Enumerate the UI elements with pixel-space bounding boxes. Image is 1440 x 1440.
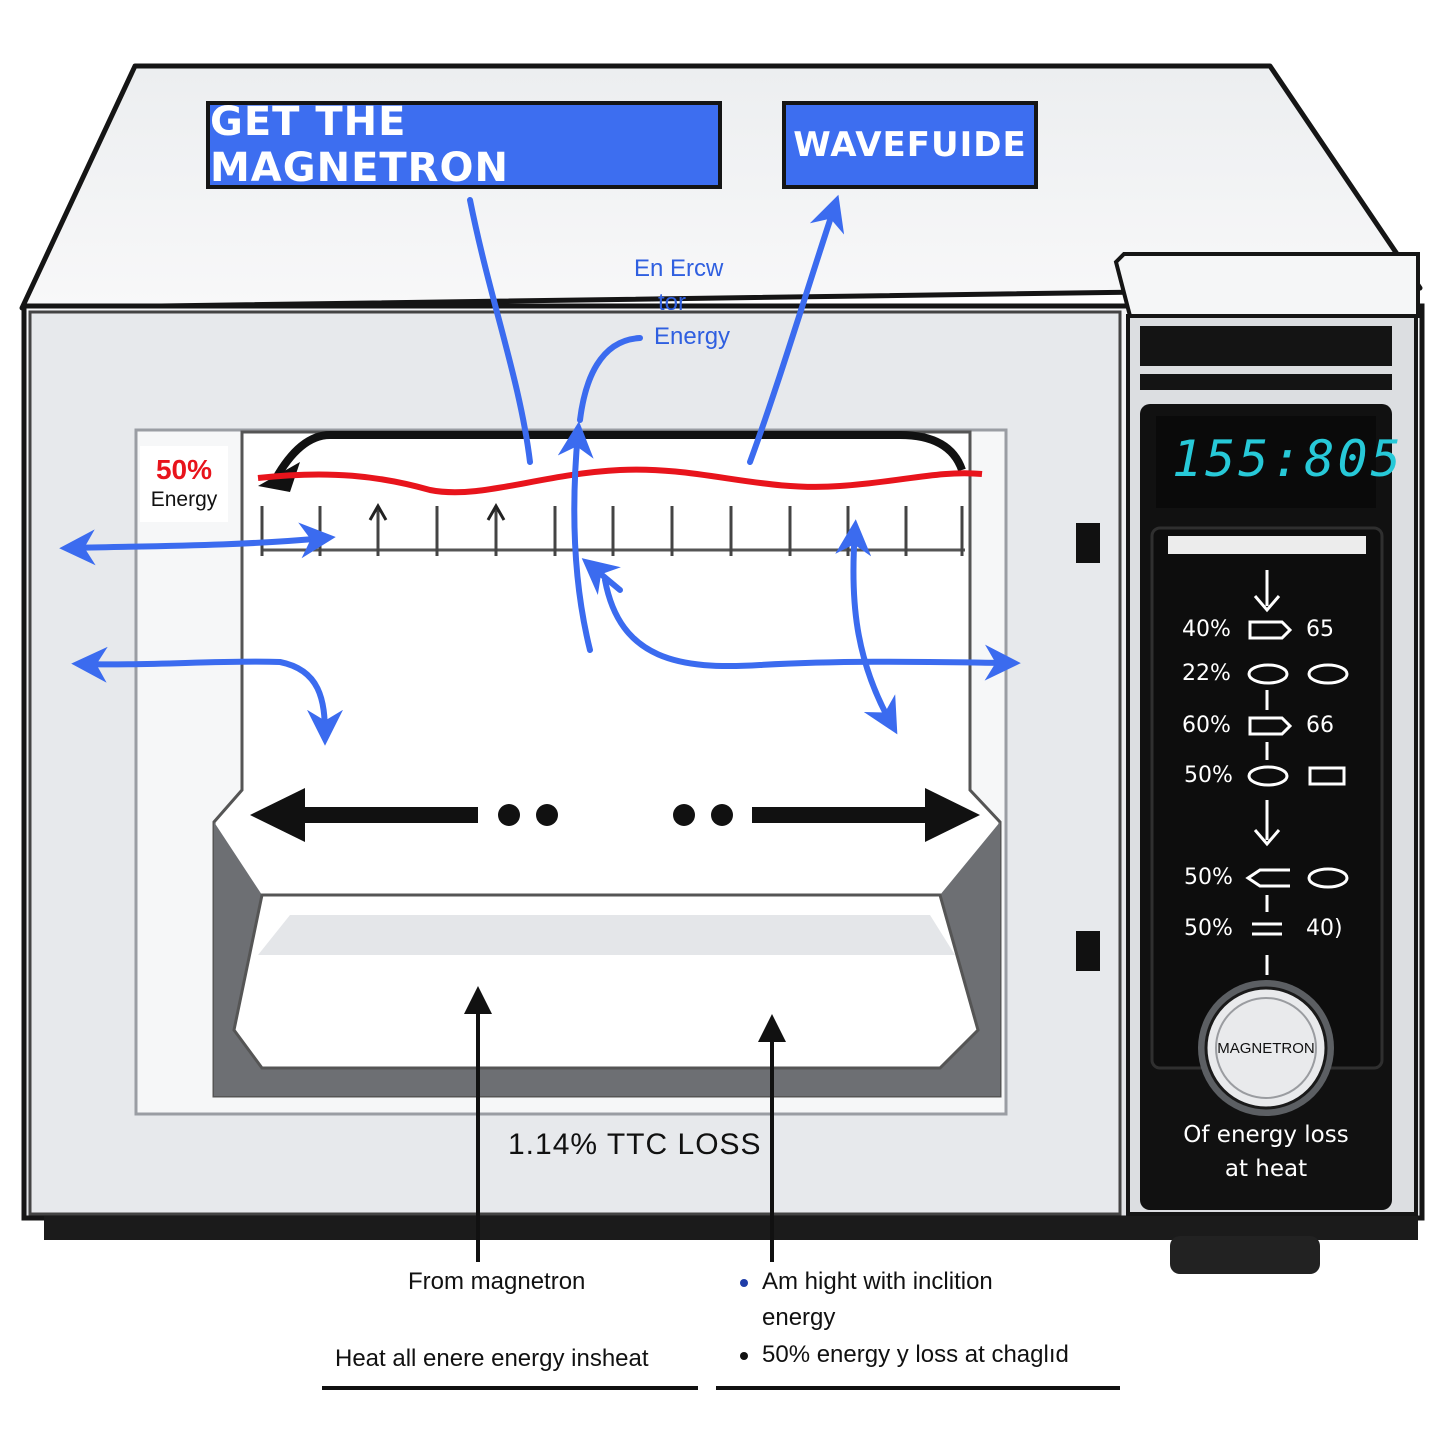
magnetron-knob-ring — [1215, 997, 1317, 1099]
knob-label: MAGNETRON — [1217, 1040, 1315, 1057]
panel-row-3-right: 66 — [1306, 713, 1334, 738]
button-area-rim — [1168, 536, 1366, 554]
panel-row-2-left: 22% — [1182, 661, 1231, 686]
row-icon-4[interactable] — [1247, 765, 1289, 787]
tray-floor — [258, 915, 955, 955]
bottom-right-bullet-2: 50% energy y loss at chaglıd — [740, 1341, 1069, 1369]
waveguide-label-box: WAVEFUIDE — [782, 101, 1038, 189]
row-icon-4b[interactable] — [1308, 766, 1346, 786]
vent-bar — [1140, 326, 1392, 366]
magnetron-knob[interactable] — [1204, 986, 1328, 1110]
blue-arrow-waveguide — [747, 194, 845, 465]
lcd-time-display: 155:805 — [1172, 430, 1404, 488]
row-icon-5b[interactable] — [1307, 867, 1349, 889]
bullet-dot — [740, 1351, 748, 1360]
panel-row-6-right: 40) — [1306, 916, 1343, 941]
bottom-left-title: From magnetron — [408, 1268, 586, 1295]
bullet-dot — [740, 1278, 748, 1287]
dot — [711, 804, 733, 826]
row-icon-2b[interactable] — [1307, 663, 1349, 685]
panel-row-3-left: 60% — [1182, 713, 1231, 738]
left-energy-tag: 50% Energy — [140, 446, 228, 522]
panel-caption-line1: Of energy loss — [1183, 1122, 1349, 1148]
dot — [536, 804, 558, 826]
lcd-window — [1156, 416, 1376, 508]
panel-row-5-left: 50% — [1184, 865, 1233, 890]
vent-bar-2 — [1140, 374, 1392, 390]
callout-arrow-right-head — [758, 1014, 786, 1042]
row-icon-2[interactable] — [1247, 663, 1289, 685]
panel-caption-line2: at heat — [1224, 1156, 1308, 1182]
blue-arrow-energy-loop — [577, 335, 643, 423]
blue-arrow-left-mid — [71, 646, 343, 746]
dot — [673, 804, 695, 826]
black-arrow-left-head — [250, 788, 305, 842]
magnetron-label-text: GET THE MAGNETRON — [210, 99, 509, 191]
left-energy-percent: 50% — [155, 454, 213, 485]
panel-down-arrow-head — [1253, 595, 1281, 613]
latch-bottom — [1076, 931, 1100, 971]
blue-arrow-magnetron — [467, 197, 533, 465]
loss-text: 1.14% TTC LOSS — [508, 1128, 762, 1161]
red-energy-line — [257, 466, 983, 496]
callout-arrow-left-head — [464, 986, 492, 1014]
blue-arrow-left-top — [59, 522, 336, 566]
blue-arrow-right-double — [835, 519, 898, 735]
black-top-arc — [271, 431, 966, 482]
bullet-1-line1: Am hight with inclition — [762, 1268, 993, 1295]
row-icon-5[interactable] — [1245, 868, 1290, 888]
bottom-left-underlined: Heat all enere energy insheat — [335, 1345, 649, 1372]
panel-row-4-left: 50% — [1184, 763, 1233, 788]
panel-caption: Of energy loss at heat — [1148, 1118, 1384, 1186]
panel-row-1-right: 65 — [1306, 617, 1334, 642]
panel-down-arrow-head — [1253, 829, 1281, 847]
panel-row-1-left: 40% — [1182, 617, 1231, 642]
row-icon-3[interactable] — [1248, 716, 1293, 736]
energy-flow-line1: En Ercw — [634, 255, 724, 282]
panel-row-6-left: 50% — [1184, 916, 1233, 941]
ruler-up-arrow — [486, 502, 506, 521]
bottom-right-bullet-1: Am hight with inclition — [740, 1268, 993, 1296]
panel-top — [1113, 252, 1420, 318]
blue-arrow-swoop-start — [581, 558, 623, 595]
ruler-up-arrow — [368, 502, 388, 521]
energy-flow-annotation: En Ercw tor Energy — [596, 252, 796, 354]
waveguide-label-text: WAVEFUIDE — [793, 125, 1027, 165]
energy-flow-line2: tor — [658, 289, 687, 316]
energy-flow-line3: Energy — [654, 323, 731, 350]
blue-arrow-center-up — [557, 421, 594, 653]
bullet-2-text: 50% energy y loss at chaglıd — [762, 1341, 1069, 1368]
latch-top — [1076, 523, 1100, 563]
foot — [1170, 1236, 1320, 1274]
left-energy-label: Energy — [150, 488, 218, 511]
dot — [498, 804, 520, 826]
black-arrow-right-head — [925, 788, 980, 842]
blue-arrow-swoop — [602, 577, 1021, 681]
row-icon-1[interactable] — [1248, 620, 1293, 640]
bottom-right-bullet-1-cont: energy — [762, 1304, 836, 1331]
magnetron-label-box: GET THE MAGNETRON — [206, 99, 722, 191]
